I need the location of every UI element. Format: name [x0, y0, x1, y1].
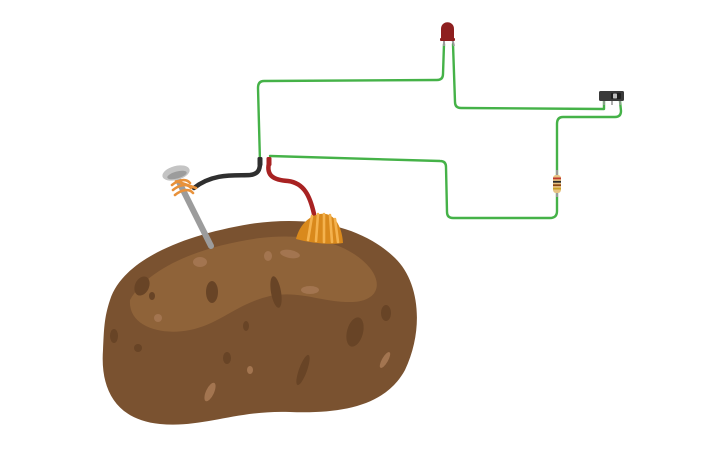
switch-knob[interactable]: [613, 93, 617, 99]
black-lead-wire[interactable]: [191, 160, 263, 191]
resistor-band: [553, 177, 561, 180]
resistor-bands: [553, 177, 561, 190]
black-lead-connector[interactable]: [257, 157, 263, 166]
zinc-electrode[interactable]: [161, 163, 214, 249]
resistor-band: [553, 184, 561, 187]
resistor-band: [553, 180, 561, 183]
wire-resistor-to-copper[interactable]: [268, 154, 559, 220]
led-icon[interactable]: [441, 22, 454, 40]
resistor[interactable]: [553, 170, 561, 197]
wire-led-to-junction[interactable]: [256, 42, 446, 164]
wire-network: [256, 42, 623, 220]
nail-head-shade: [167, 170, 187, 180]
wire-led-to-switch[interactable]: [451, 42, 606, 111]
switch[interactable]: [599, 91, 624, 105]
copper-electrode[interactable]: [296, 212, 343, 244]
led-rim: [440, 38, 455, 41]
led[interactable]: [440, 22, 455, 47]
resistor-band: [553, 187, 561, 190]
copper-stripes: [306, 212, 340, 244]
potato[interactable]: [102, 220, 417, 425]
wire-switch-to-resistor[interactable]: [555, 99, 623, 180]
zinc-coil: [170, 178, 198, 197]
switch-pins: [603, 101, 621, 105]
potato-highlight: [129, 236, 377, 332]
red-lead-connector[interactable]: [266, 157, 272, 166]
potato-light-spots: [154, 249, 391, 402]
red-lead-wire[interactable]: [266, 160, 317, 217]
potato-spots: [110, 276, 391, 386]
